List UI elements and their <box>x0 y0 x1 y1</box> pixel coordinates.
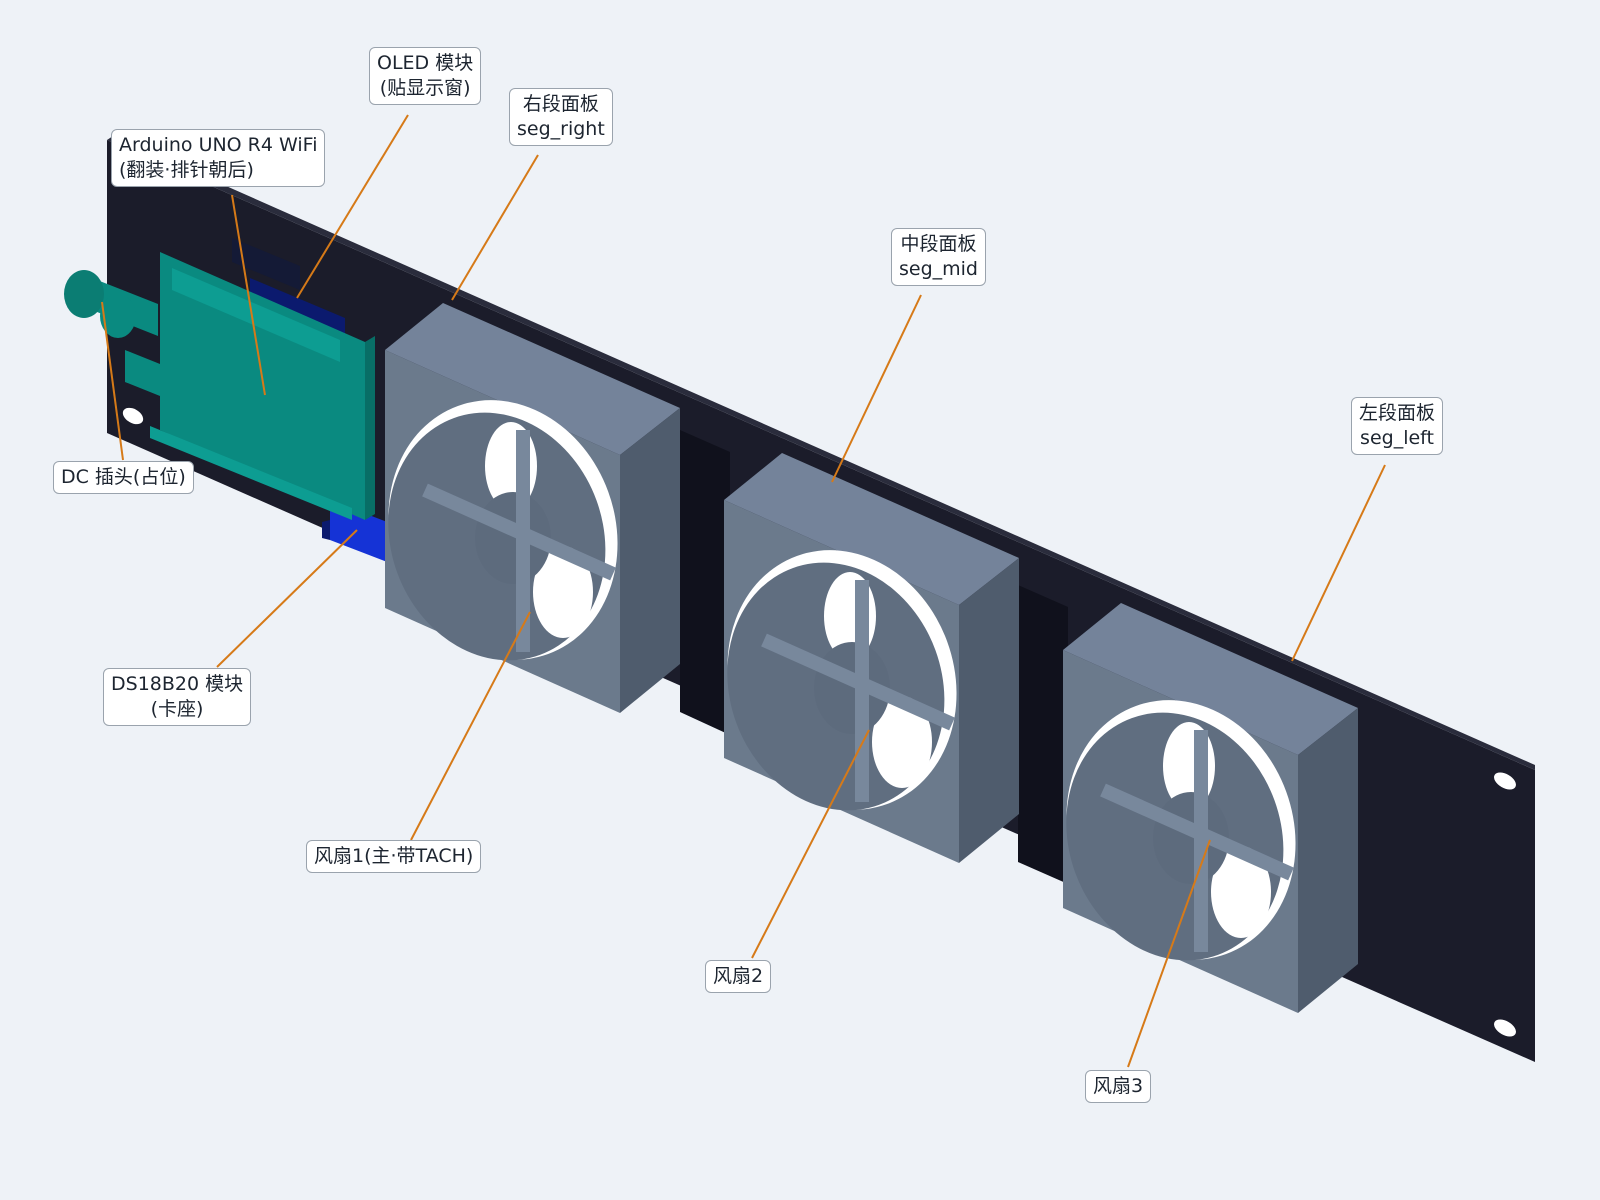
arduino-side-block <box>125 350 160 396</box>
label-arduino-line2: (翻装·排针朝后) <box>119 159 254 181</box>
label-seg-mid-line1: 中段面板 <box>900 233 977 255</box>
label-fan2-line1: 风扇2 <box>713 965 764 987</box>
ds18b20-lip <box>322 520 330 540</box>
label-seg-right-line1: 右段面板 <box>522 93 599 115</box>
label-seg-right: 右段面板 seg_right <box>509 88 613 146</box>
panel-top-edge <box>107 136 1535 770</box>
label-arduino-line1: Arduino UNO R4 WiFi <box>119 134 318 156</box>
fan-3-gap-bottom <box>1211 846 1271 938</box>
label-seg-mid-line2: seg_mid <box>899 258 978 280</box>
dc-plug-cap <box>64 270 104 318</box>
leader-fan3 <box>1127 839 1211 1068</box>
fan-2-top <box>724 453 1019 605</box>
leader-seg-mid <box>831 294 922 483</box>
fan-1 <box>385 303 680 713</box>
arduino-header-top <box>172 268 340 362</box>
leader-arduino <box>231 194 266 396</box>
fan-2-side <box>959 558 1019 863</box>
dc-plug <box>64 270 158 338</box>
leader-oled <box>296 114 409 299</box>
fan-3-side <box>1298 708 1358 1013</box>
leader-fan1 <box>410 611 531 841</box>
arduino-pcb-edge <box>365 336 375 520</box>
arduino-header-bottom <box>150 426 352 520</box>
label-fan3-line1: 风扇3 <box>1093 1075 1144 1097</box>
fan-1-gap-bottom <box>533 546 593 638</box>
fan-2 <box>724 453 1019 863</box>
label-dc-line1: DC 插头(占位) <box>61 466 186 488</box>
label-arduino: Arduino UNO R4 WiFi (翻装·排针朝后) <box>111 129 326 187</box>
arduino-pcb-face <box>160 252 365 520</box>
label-ds18b20-line1: DS18B20 模块 <box>111 673 244 695</box>
label-fan3: 风扇3 <box>1085 1070 1152 1103</box>
leader-dc <box>101 301 124 461</box>
label-oled-line1: OLED 模块 <box>377 52 474 74</box>
label-seg-left-line2: seg_left <box>1360 427 1434 449</box>
label-seg-left: 左段面板 seg_left <box>1351 397 1444 455</box>
fan-1-side <box>620 408 680 713</box>
label-ds18b20: DS18B20 模块 (卡座) <box>103 668 252 726</box>
dc-plug-tip <box>100 294 136 338</box>
leader-lines <box>101 114 1386 1068</box>
leader-ds18b20 <box>216 529 358 668</box>
spacer-left <box>1018 585 1068 884</box>
leader-fan2 <box>751 729 870 959</box>
fan-3-top <box>1063 603 1358 755</box>
fan-1-top <box>385 303 680 455</box>
label-oled: OLED 模块 (贴显示窗) <box>369 47 482 105</box>
label-fan2: 风扇2 <box>705 960 772 993</box>
label-fan1: 风扇1(主·带TACH) <box>306 840 482 873</box>
label-seg-mid: 中段面板 seg_mid <box>891 228 986 286</box>
label-oled-line2: (贴显示窗) <box>379 77 471 99</box>
oled-side <box>232 238 300 290</box>
fans <box>385 303 1358 1013</box>
mount-hole-left <box>122 407 144 425</box>
segment-spacers <box>680 430 1068 884</box>
spacer-mid <box>680 430 730 735</box>
leader-seg-left <box>1291 464 1386 662</box>
label-ds18b20-line2: (卡座) <box>150 698 204 720</box>
label-seg-left-line1: 左段面板 <box>1359 402 1436 424</box>
label-fan1-line1: 风扇1(主·带TACH) <box>314 845 474 867</box>
label-dc: DC 插头(占位) <box>53 461 194 494</box>
mount-hole-right-top <box>1494 772 1516 790</box>
label-seg-right-line2: seg_right <box>517 118 605 140</box>
mount-hole-right-bottom <box>1494 1019 1516 1037</box>
arduino-board <box>125 252 375 520</box>
leader-seg-right <box>451 154 539 301</box>
fan-3 <box>1063 603 1358 1013</box>
fan-2-gap-bottom <box>872 696 932 788</box>
